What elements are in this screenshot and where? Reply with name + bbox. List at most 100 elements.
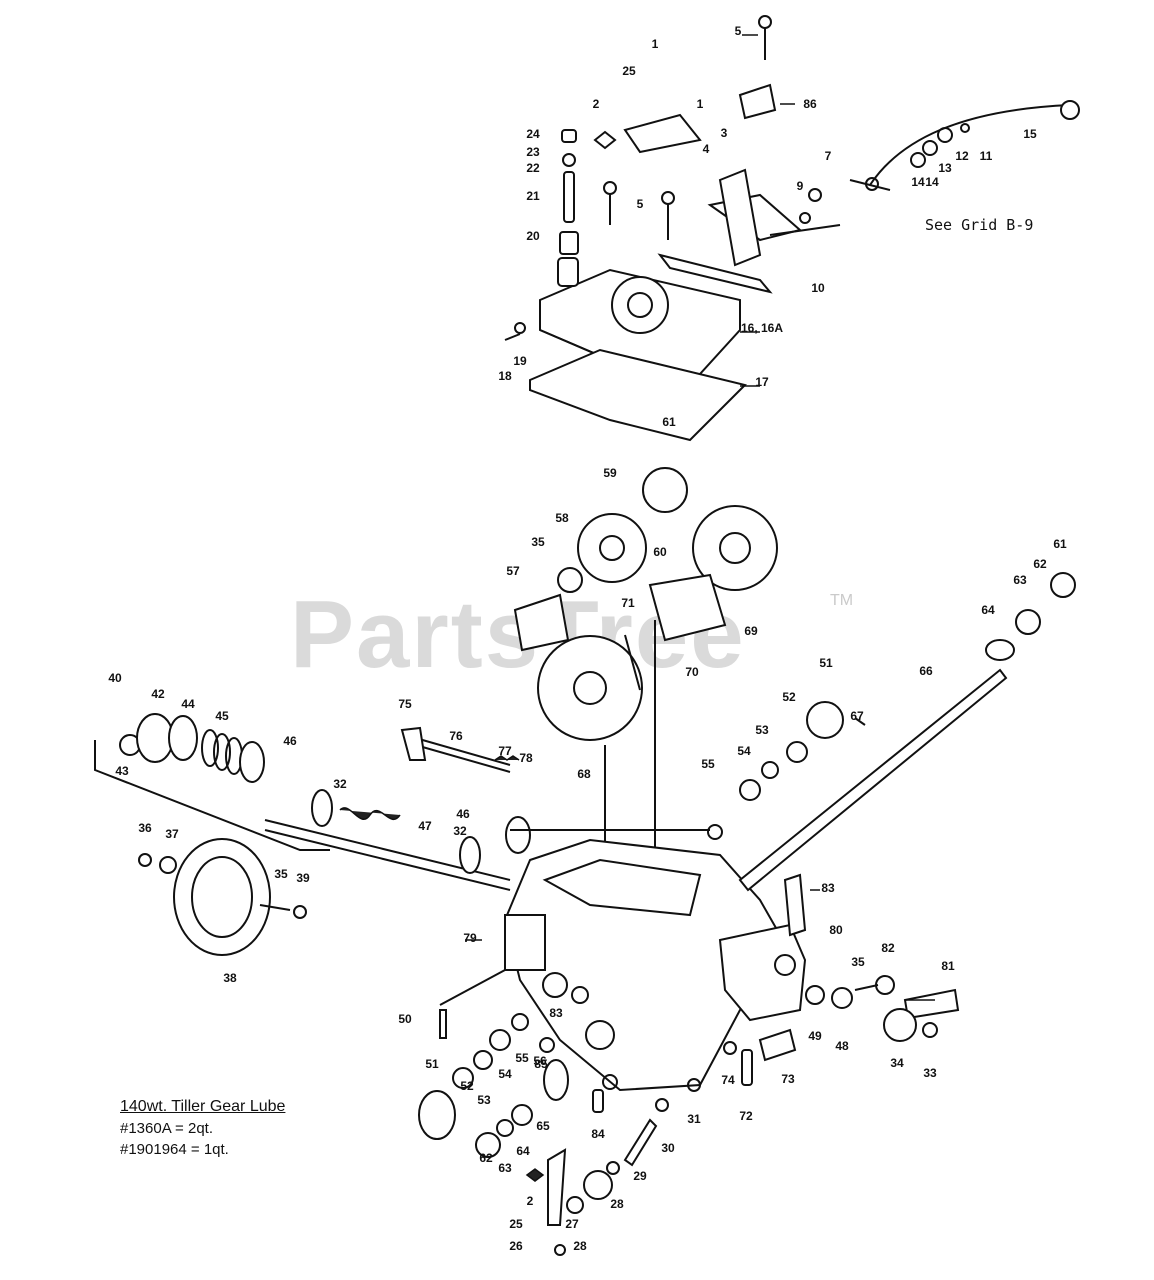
part-number-label: 14: [925, 175, 939, 189]
lube-note-line: #1901964 = 1qt.: [120, 1141, 229, 1158]
gearbox-housing: [439, 829, 807, 1092]
part-number-label: 64: [981, 603, 995, 617]
part-number-label: 71: [621, 596, 635, 610]
part-number-label: 52: [782, 690, 796, 704]
long-shaft: [707, 572, 1076, 937]
part-number-label: 46: [283, 734, 297, 748]
part-number-label: 2: [593, 97, 600, 111]
part-number-label: 4: [703, 142, 710, 156]
part-number-label: 26: [509, 1239, 523, 1253]
part-number-label: 32: [453, 824, 467, 838]
part-number-label: 84: [591, 1127, 605, 1141]
part-number-label: 76: [449, 729, 463, 743]
part-number-label: 61: [662, 415, 676, 429]
gear-cluster: [513, 467, 778, 905]
part-number-label: 18: [498, 369, 512, 383]
part-number-label: 48: [835, 1039, 849, 1053]
part-number-label: 24: [526, 127, 540, 141]
part-number-label: 63: [1013, 573, 1027, 587]
part-number-label: 43: [115, 764, 129, 778]
part-number-label: 1: [652, 37, 659, 51]
part-number-label: 68: [577, 767, 591, 781]
worm-shaft-assembly: [94, 713, 531, 956]
part-number-label: 45: [215, 709, 229, 723]
part-number-label: 40: [108, 671, 122, 685]
lube-note-title: 140wt. Tiller Gear Lube: [120, 1098, 286, 1115]
part-number-label: 57: [506, 564, 520, 578]
part-number-label: 85: [534, 1057, 548, 1071]
part-number-label: 22: [526, 161, 540, 175]
part-number-label: 61: [1053, 537, 1067, 551]
part-number-label: 47: [418, 819, 432, 833]
part-number-label: 46: [456, 807, 470, 821]
part-number-label: 17: [755, 375, 769, 389]
part-number-label: 58: [555, 511, 569, 525]
part-number-label: 12: [955, 149, 969, 163]
part-number-label: 75: [398, 697, 412, 711]
part-number-label: 53: [755, 723, 769, 737]
part-number-label: 83: [821, 881, 835, 895]
part-number-label: 62: [1033, 557, 1047, 571]
lower-left-hardware: [418, 986, 669, 1256]
part-number-label: 38: [223, 971, 237, 985]
leader-lines: [465, 34, 935, 1001]
part-number-label: 36: [138, 821, 152, 835]
part-number-label: 16, 16A: [741, 321, 783, 335]
part-number-label: 31: [687, 1112, 701, 1126]
part-number-label: 55: [701, 757, 715, 771]
part-number-label: 10: [811, 281, 825, 295]
part-number-label: 67: [850, 709, 864, 723]
part-number-label: 5: [637, 197, 644, 211]
part-number-label: 23: [526, 145, 540, 159]
part-number-label: 32: [333, 777, 347, 791]
part-number-label: 30: [661, 1141, 675, 1155]
part-number-label: 72: [739, 1109, 753, 1123]
part-number-label: 80: [829, 923, 843, 937]
small-hardware: [504, 15, 970, 341]
part-number-label: 62: [479, 1151, 493, 1165]
part-number-label: 51: [425, 1057, 439, 1071]
part-number-label: 59: [603, 466, 617, 480]
part-number-label: 21: [526, 189, 540, 203]
part-number-label: 54: [737, 744, 751, 758]
part-number-label: 39: [296, 871, 310, 885]
part-number-label: 19: [513, 354, 527, 368]
part-number-label: 73: [781, 1072, 795, 1086]
shift-bracket: [657, 100, 1080, 294]
part-number-label: 66: [919, 664, 933, 678]
trademark-mark: TM: [830, 592, 854, 609]
part-number-label: 81: [941, 959, 955, 973]
part-number-label: 3: [721, 126, 728, 140]
parts-drawing: [94, 15, 1080, 1256]
part-number-label: 5: [735, 24, 742, 38]
part-number-label: 13: [938, 161, 952, 175]
part-number-label: 70: [685, 665, 699, 679]
grid-reference-note: See Grid B-9: [925, 216, 1034, 234]
part-number-label: 20: [526, 229, 540, 243]
part-number-label: 9: [797, 179, 804, 193]
part-number-label: 35: [274, 867, 288, 881]
part-number-label: 37: [165, 827, 179, 841]
part-number-label: 35: [851, 955, 865, 969]
part-number-label: 52: [460, 1079, 474, 1093]
part-number-label: 54: [498, 1067, 512, 1081]
part-number-label: 83: [549, 1006, 563, 1020]
part-number-label: 60: [653, 545, 667, 559]
lube-note: 140wt. Tiller Gear Lube #1360A = 2qt. #1…: [120, 1098, 285, 1158]
part-number-label: 56: [533, 1054, 547, 1068]
lower-right-hardware: [687, 975, 960, 1092]
part-number-label: 15: [1023, 127, 1037, 141]
part-number-label: 79: [463, 931, 477, 945]
lube-note-line: #1360A = 2qt.: [120, 1120, 214, 1137]
shift-rod: [400, 726, 520, 773]
part-number-label: 77: [498, 744, 512, 758]
part-number-label: 14: [911, 175, 925, 189]
part-number-label: 28: [610, 1197, 624, 1211]
part-number-label: 29: [633, 1169, 647, 1183]
part-number-label: 44: [181, 697, 195, 711]
part-number-label: 63: [498, 1161, 512, 1175]
gear-housing-cover: [529, 257, 747, 442]
part-number-label: 69: [744, 624, 758, 638]
part-number-label: 11: [980, 149, 993, 163]
